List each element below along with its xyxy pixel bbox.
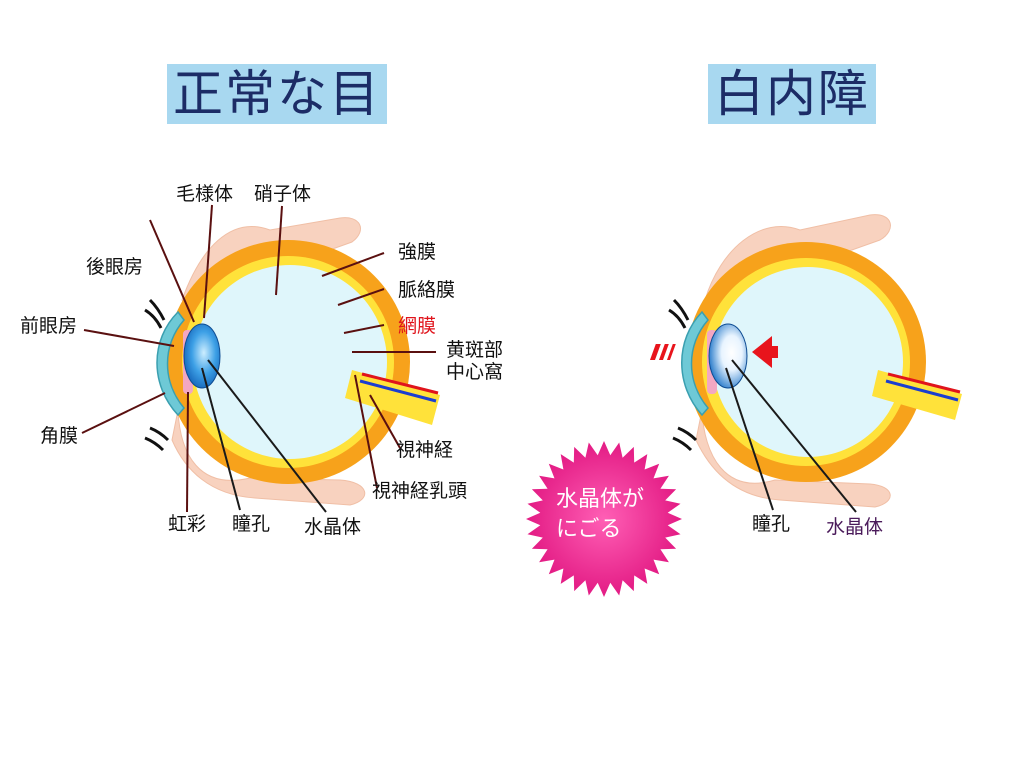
label-anterior-chamber: 前眼房 — [20, 315, 77, 337]
label-iris: 虹彩 — [168, 513, 206, 535]
label-pupil: 瞳孔 — [232, 513, 270, 535]
normal-eye: 毛様体 硝子体 後眼房 強膜 脈絡膜 前眼房 網膜 黄斑部 中心窩 角膜 視神経… — [20, 183, 503, 538]
badge-line2: にごる — [556, 517, 622, 542]
cloudy-lens-badge: 水晶体が にごる — [526, 441, 682, 597]
cornea — [681, 310, 709, 417]
title-normal-eye: 正常な目 — [167, 64, 387, 124]
label-vitreous: 硝子体 — [254, 183, 311, 205]
label-choroid: 脈絡膜 — [398, 279, 455, 301]
cloudy-lens — [708, 323, 748, 389]
title-cataract: 白内障 — [708, 64, 876, 124]
label-optic-nerve: 視神経 — [396, 439, 453, 461]
vitreous-body — [193, 265, 387, 459]
label-retina: 網膜 — [398, 315, 436, 337]
lower-eyelid — [171, 409, 366, 506]
label-lens: 水晶体 — [826, 516, 883, 538]
label-cornea: 角膜 — [40, 425, 78, 447]
vitreous-body — [713, 267, 903, 457]
badge-line1: 水晶体が — [556, 487, 644, 512]
label-fovea: 中心窩 — [446, 361, 503, 383]
cataract-eye: 瞳孔 水晶体 — [649, 214, 962, 538]
label-macula: 黄斑部 — [446, 339, 503, 361]
label-lens: 水晶体 — [304, 516, 361, 538]
label-ciliary-body: 毛様体 — [176, 183, 233, 205]
label-sclera: 強膜 — [398, 241, 436, 263]
label-optic-papilla: 視神経乳頭 — [372, 480, 467, 502]
lens — [183, 323, 221, 389]
red-arrow-icon — [649, 336, 778, 368]
label-pupil: 瞳孔 — [752, 513, 790, 535]
label-posterior-chamber: 後眼房 — [86, 256, 143, 278]
lower-eyelid — [695, 409, 891, 508]
